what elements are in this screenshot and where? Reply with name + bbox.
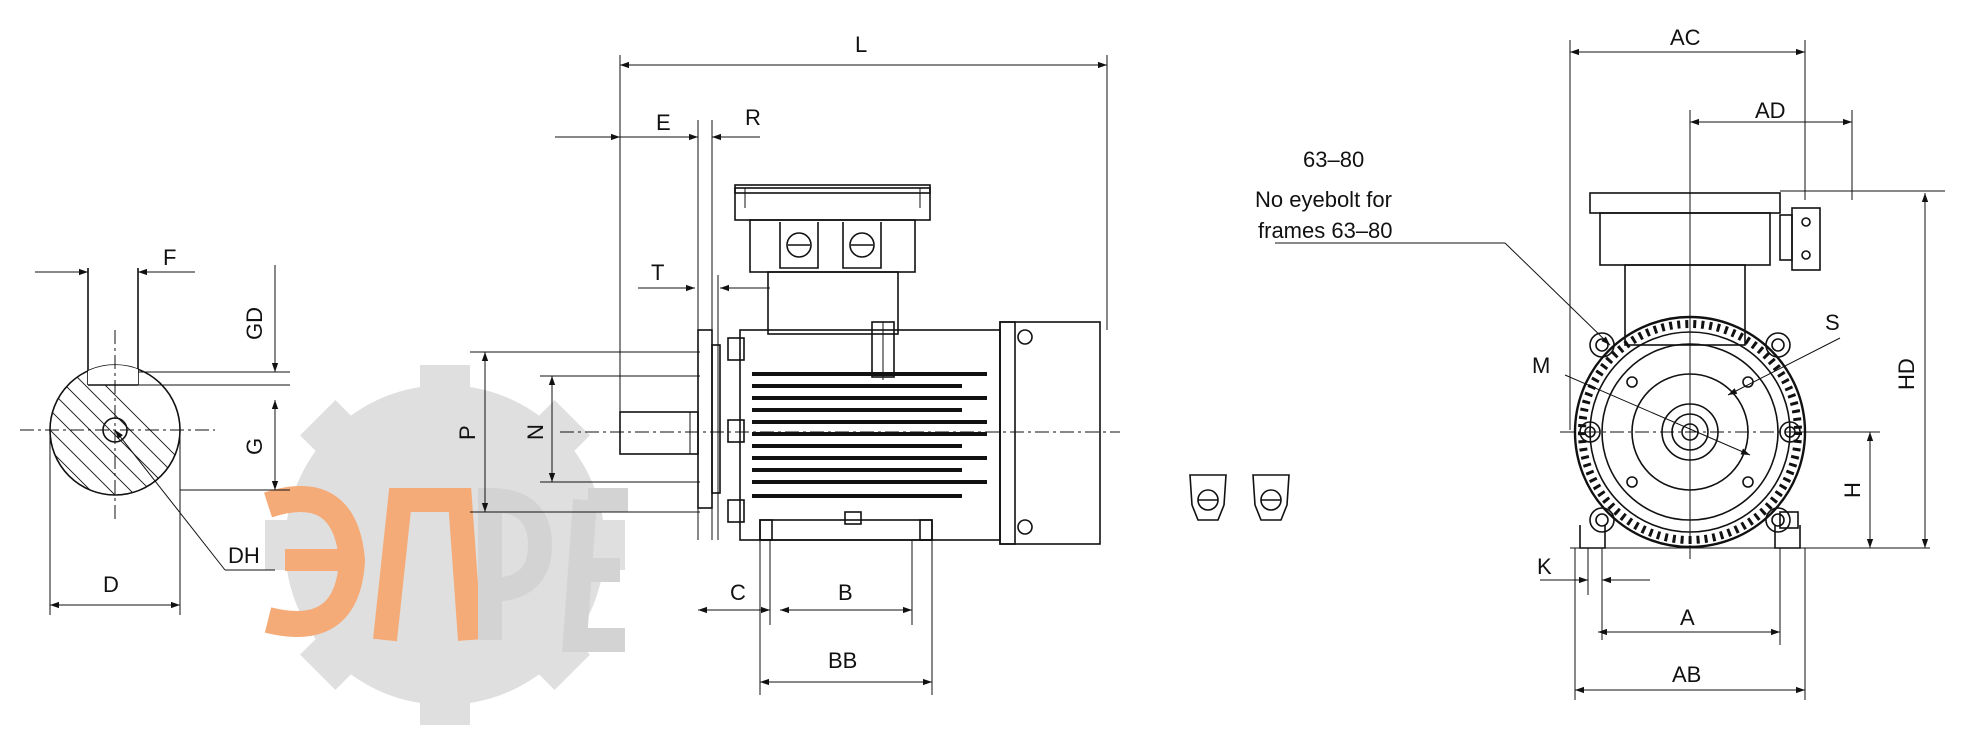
label-D: D (103, 572, 119, 597)
label-K: K (1537, 554, 1552, 579)
cable-gland-left (779, 222, 819, 269)
label-DH: DH (228, 543, 260, 568)
label-AC: AC (1670, 25, 1701, 50)
label-F: F (163, 245, 176, 270)
label-B: B (838, 580, 853, 605)
shaft-section-view: D F GD G DH (20, 245, 290, 615)
eyebolt-note: 63–80 No eyebolt for frames 63–80 (1255, 147, 1611, 346)
label-GD: GD (242, 307, 267, 340)
label-HD: HD (1894, 358, 1919, 390)
cable-gland-detail-2 (1252, 474, 1290, 521)
label-T: T (651, 260, 664, 285)
cable-gland-right (842, 222, 882, 269)
watermark-logo (263, 365, 628, 725)
cooling-fins (752, 372, 987, 498)
label-BB: BB (828, 648, 857, 673)
cable-gland-detail-1 (1189, 474, 1227, 521)
label-N: N (523, 424, 548, 440)
cable-gland-detail (1189, 474, 1290, 521)
label-S: S (1825, 310, 1840, 335)
label-L: L (855, 32, 867, 57)
label-A: A (1680, 605, 1695, 630)
label-P: P (455, 425, 480, 440)
note-frame-range: 63–80 (1303, 147, 1364, 172)
label-E: E (656, 110, 671, 135)
side-gland (1779, 207, 1821, 271)
motor-side-view: L E R T (455, 32, 1120, 695)
label-H: H (1840, 482, 1865, 498)
label-AB: AB (1672, 662, 1701, 687)
watermark-letters (263, 486, 628, 652)
label-R: R (745, 105, 761, 130)
label-C: C (730, 580, 746, 605)
label-M: M (1532, 353, 1550, 378)
motor-end-view: AC AD (1532, 25, 1945, 700)
label-AD: AD (1755, 98, 1786, 123)
note-line-2: No eyebolt for (1255, 187, 1392, 212)
note-line-3: frames 63–80 (1258, 218, 1393, 243)
label-G: G (242, 438, 267, 455)
